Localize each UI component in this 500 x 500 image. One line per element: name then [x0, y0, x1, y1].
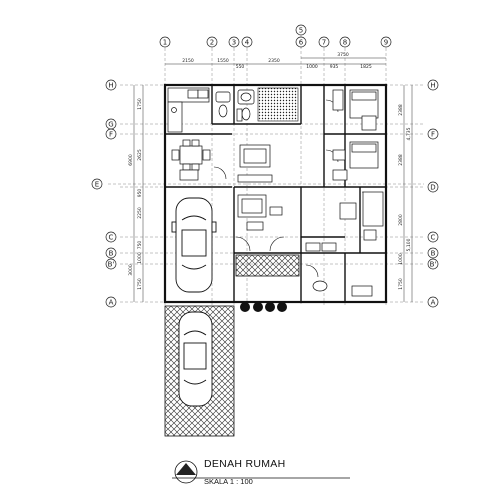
grid-row-label: B' — [430, 261, 437, 269]
dim-text: 1000 — [398, 253, 404, 265]
car-icon — [178, 311, 213, 407]
grid-row-label: F — [109, 131, 113, 139]
title-symbol — [172, 460, 350, 484]
interior-walls — [165, 85, 386, 302]
dim-text: 2800 — [398, 214, 404, 226]
dimension-texts-left: 1750 2625 950 2250 750 1000 1750 6900 30… — [128, 98, 143, 290]
grid-col-label: 3 — [232, 39, 236, 47]
dim-text: 550 — [236, 64, 245, 70]
column-grid-bubbles — [159, 24, 392, 48]
grid-row-label: H — [108, 82, 113, 90]
grid-row-label: G — [108, 121, 113, 129]
grid-row-label: B — [431, 250, 436, 258]
bedroom-2-furniture — [332, 141, 379, 181]
grid-col-label: 6 — [299, 39, 304, 47]
grid-col-label: 9 — [384, 39, 388, 47]
dim-text: 3750 — [337, 52, 349, 58]
dim-text: 6900 — [128, 154, 134, 166]
dim-text: 2350 — [268, 58, 280, 64]
grid-row-label: C — [431, 234, 436, 242]
grid-col-label: 4 — [245, 39, 250, 47]
grid-row-label: H — [430, 82, 435, 90]
dim-text: 1750 — [137, 278, 143, 290]
dim-text: 2625 — [137, 149, 143, 161]
dining-table — [171, 139, 211, 171]
car-icon — [171, 197, 217, 293]
grid-row-label: B — [109, 250, 114, 258]
dim-text: 1000 — [137, 252, 143, 264]
planter-box-hatch — [235, 254, 300, 277]
door-swings — [213, 99, 375, 278]
dim-text: 3000 — [128, 264, 134, 276]
living-room-sofa — [237, 144, 273, 183]
grid-row-label: D — [430, 184, 435, 192]
dim-text: 4,735 — [406, 127, 412, 140]
dim-text: 2388 — [398, 104, 404, 116]
entrance-plants — [240, 302, 287, 312]
dim-text: 1750 — [398, 278, 404, 290]
dim-text: 1550 — [217, 58, 229, 64]
guest-sofa — [237, 194, 283, 231]
dimension-texts-top: 2150 1550 550 2350 1000 935 1825 3750 — [182, 52, 372, 70]
grid-col-label: 5 — [299, 27, 303, 35]
dimension-lines — [133, 57, 413, 302]
row-grid-labels: H G F E C B B' A H F D C B B' A — [95, 82, 437, 307]
grid-col-label: 8 — [343, 39, 347, 47]
row-grid-bubbles — [91, 79, 439, 308]
grid-col-label: 1 — [163, 39, 167, 47]
bedroom-3-furniture — [339, 191, 384, 241]
grid-col-label: 7 — [322, 39, 326, 47]
stair-shaft-hatch — [257, 87, 299, 122]
dim-text: 1825 — [360, 64, 372, 70]
grid-row-label: B' — [108, 261, 115, 269]
title-block: DENAH RUMAH SKALA 1 : 100 — [168, 455, 358, 493]
grid-row-label: E — [95, 181, 99, 189]
bathroom-2-fixtures — [305, 242, 373, 297]
drawing-scale: SKALA 1 : 100 — [204, 477, 253, 486]
dim-text: 950 — [137, 189, 143, 198]
dim-text: 1750 — [137, 98, 143, 110]
grid-row-label: A — [109, 299, 114, 307]
grid-row-label: F — [431, 131, 435, 139]
grid-row-label: C — [109, 234, 114, 242]
dim-text: 2388 — [398, 154, 404, 166]
dim-text: 2250 — [137, 207, 143, 219]
drawing-title: DENAH RUMAH — [204, 458, 286, 470]
dim-text: 935 — [330, 64, 339, 70]
cabinet — [179, 169, 199, 181]
dim-text: 750 — [137, 241, 143, 250]
dim-text: 2150 — [182, 58, 194, 64]
grid-col-label: 2 — [210, 39, 214, 47]
exterior-walls — [163, 83, 388, 304]
grid-row-label: A — [431, 299, 436, 307]
dim-text: 1000 — [306, 64, 318, 70]
master-bedroom-furniture — [332, 89, 379, 131]
dim-text: 5,100 — [406, 238, 412, 251]
kitchen — [167, 87, 210, 133]
column-grid-labels: 1 2 3 4 5 6 7 8 9 — [163, 27, 388, 47]
dimension-texts-right: 2388 2388 2800 1000 1750 4,735 5,100 — [398, 104, 412, 290]
bathroom-fixtures — [215, 89, 255, 122]
